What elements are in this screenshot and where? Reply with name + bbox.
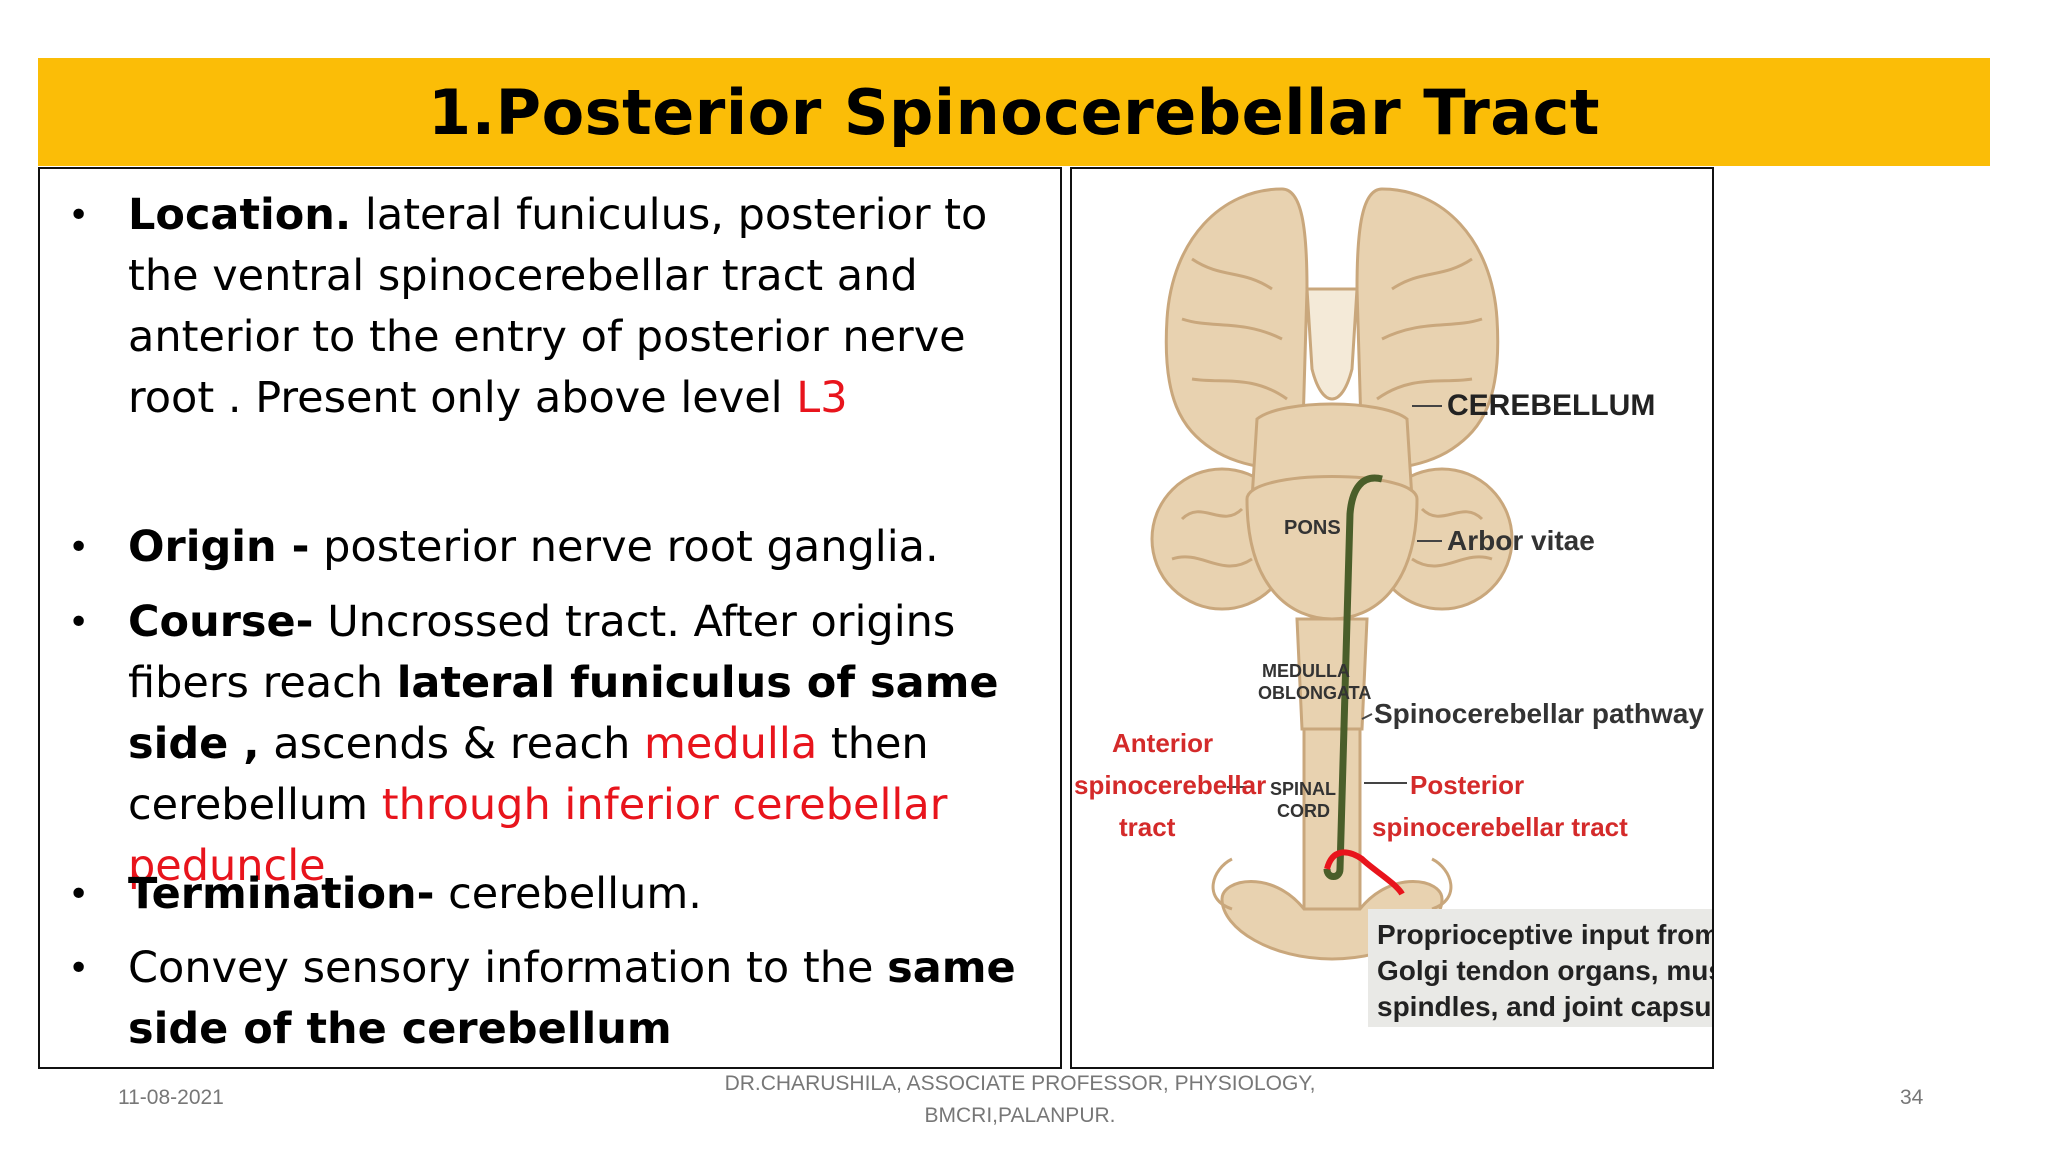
label-anterior-spinocerebellar: spinocerebellar	[1074, 770, 1266, 800]
footer-date: 11-08-2021	[118, 1086, 224, 1109]
figure-panel: CEREBELLUM Arbor vitae PONS MEDULLA OBLO…	[1070, 167, 1714, 1069]
bullet-body: ascends & reach	[259, 719, 645, 769]
proprio-input-line	[1324, 849, 1405, 896]
proprio-box	[1368, 909, 1712, 1027]
bullet-body: then cerebellum	[128, 719, 929, 830]
bullet-body: Uncrossed tract. After origins fibers re…	[128, 597, 956, 708]
bullet-text: Course- Uncrossed tract. After origins f…	[128, 592, 1054, 897]
label-pons: PONS	[1284, 517, 1341, 539]
label-oblongata: OBLONGATA	[1258, 683, 1371, 703]
label-proprio-1: Proprioceptive input from	[1377, 919, 1714, 950]
cerebrum	[1164, 187, 1500, 470]
bullet-bold: lateral funiculus of same side ,	[128, 658, 999, 769]
bullet-dot: •	[68, 874, 90, 915]
bullet-body: cerebellum.	[434, 869, 702, 919]
bullet-text: Origin - posterior nerve root ganglia.	[128, 517, 1054, 578]
title-bar: 1.Posterior Spinocerebellar Tract	[38, 58, 1990, 166]
spinal-cord	[1211, 617, 1453, 961]
bullet-dot: •	[68, 948, 90, 989]
footer-author-line2: BMCRI,PALANPUR.	[924, 1104, 1116, 1127]
bullet-label: Origin -	[128, 522, 310, 572]
bullet-body: posterior nerve root ganglia.	[309, 522, 939, 572]
label-proprio-2: Golgi tendon organs, muscle	[1377, 955, 1714, 986]
label-arbor-vitae: Arbor vitae	[1447, 525, 1595, 556]
footer-author: DR.CHARUSHILA, ASSOCIATE PROFESSOR, PHYS…	[680, 1068, 1360, 1132]
label-cerebellum: CEREBELLUM	[1447, 389, 1655, 422]
bullet-text: Convey sensory information to the same s…	[128, 938, 1054, 1060]
bullet-text: Termination- cerebellum.	[128, 864, 1054, 925]
bullet-label: Location.	[128, 190, 352, 240]
label-medulla: MEDULLA	[1262, 661, 1350, 681]
slide-title: 1.Posterior Spinocerebellar Tract	[427, 75, 1601, 149]
leader-lines	[1227, 405, 1442, 788]
bullet-body: Convey sensory information to the	[128, 943, 888, 993]
footer-author-line1: DR.CHARUSHILA, ASSOCIATE PROFESSOR, PHYS…	[724, 1072, 1316, 1095]
label-spinocerebellar-pathway: Spinocerebellar pathway	[1374, 698, 1704, 729]
bullet-dot: •	[68, 527, 90, 568]
label-anterior: Anterior	[1112, 728, 1213, 758]
bullet-label: Course-	[128, 597, 314, 647]
label-posterior: Posterior	[1410, 770, 1524, 800]
label-proprio-3: spindles, and joint capsules	[1377, 991, 1714, 1022]
label-spinal: SPINAL	[1270, 779, 1336, 799]
posterior-tract-line	[1323, 474, 1383, 880]
bullet-label: Termination-	[128, 869, 435, 919]
bullet-dot: •	[68, 195, 90, 236]
level-highlight: L3	[796, 373, 848, 423]
medulla-highlight: medulla	[644, 719, 818, 769]
bullet-bold: same side of the cerebellum	[128, 943, 1016, 1054]
label-posterior-tract: spinocerebellar tract	[1372, 812, 1628, 842]
cerebellum	[1150, 402, 1514, 621]
spinocerebellar-diagram: CEREBELLUM Arbor vitae PONS MEDULLA OBLO…	[1074, 187, 1714, 1027]
bullet-body: lateral funiculus, posterior to the vent…	[128, 190, 988, 423]
label-cord: CORD	[1277, 801, 1330, 821]
peduncle-highlight: through inferior cerebellar peduncle	[128, 780, 948, 891]
bullet-dot: •	[68, 602, 90, 643]
page-number: 34	[1900, 1086, 1924, 1109]
bullet-text: Location. lateral funiculus, posterior t…	[128, 185, 1054, 429]
label-anterior-tract: tract	[1119, 812, 1176, 842]
text-panel: • Location. lateral funiculus, posterior…	[38, 167, 1062, 1069]
